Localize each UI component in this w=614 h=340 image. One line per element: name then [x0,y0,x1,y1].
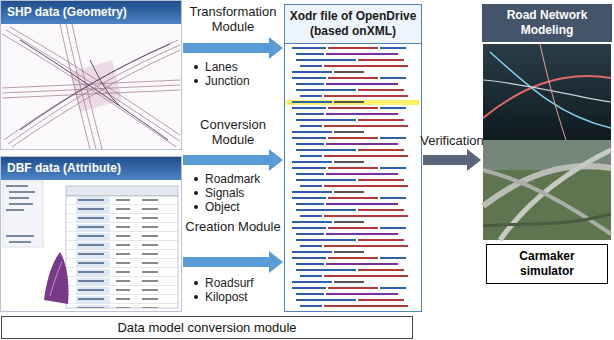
bullet-dot [194,281,198,285]
arrow-label: Creation Module [184,219,282,234]
map-preview [44,252,69,304]
render-road [483,80,611,102]
xml-code-screenshot [285,44,421,311]
result-panel: Road Network ModelingCarmaker simulator [482,4,612,272]
road-edge [20,40,168,140]
code-lines [286,46,420,308]
tree-items [6,185,35,243]
feature-name: Roadsurf [205,276,254,290]
road-line [2,34,176,147]
data-panel: DBF data (Attribute) [0,156,182,312]
map-preview-road [50,262,62,296]
bullet-dot [194,295,198,299]
bullet-item: Signals [194,186,244,200]
bullet-dot [194,191,198,195]
feature-name: Lanes [205,60,238,74]
flow-arrow [183,149,283,171]
panel-heading: DBF data (Attribute) [1,157,181,180]
road-edges [20,40,170,140]
tree-pane [3,181,43,247]
bullet-item: Kilopost [194,290,248,304]
feature-name: Kilopost [205,290,248,304]
box-label: Carmaker simulator [487,245,607,283]
module-box: Data model conversion module [1,316,413,339]
panel-heading: Road Network Modeling [482,4,612,42]
table-body [66,196,178,308]
bullet-dot [194,65,198,69]
bullet-item: Roadmark [194,172,260,186]
data-panel: SHP data (Geometry) [0,0,182,150]
road-edge [20,44,170,130]
tree-item [9,197,29,199]
bullet-item: Object [194,200,240,214]
tree-item [9,203,33,205]
feature-name: Junction [205,74,250,88]
box-label: Data model conversion module [2,317,412,338]
road-edge [90,60,120,106]
render-bottom [483,140,611,240]
render-top [483,44,611,140]
simulator-box: Carmaker simulator [486,244,608,284]
feature-name: Signals [205,186,244,200]
render-road [483,170,611,234]
dbf-table-screenshot [1,178,181,311]
bullet-item: Lanes [194,60,238,74]
bullet-dot [194,177,198,181]
flow-arrow [183,251,283,273]
bullet-dot [194,79,198,83]
bullet-item: Junction [194,74,250,88]
simulator-images [483,44,611,240]
road-line [60,24,90,149]
flow-arrow [183,37,283,59]
tree-item [6,235,34,237]
bullet-item: Roadsurf [194,276,254,290]
road-lines [2,24,180,149]
render-road [500,150,611,240]
shp-road-map [1,24,181,149]
render-road [483,76,611,118]
map-ground [1,24,181,149]
feature-name: Object [205,200,240,214]
tree-item [6,185,28,187]
table-header [66,186,178,196]
feature-name: Roadmark [205,172,260,186]
render-grass [483,214,611,226]
bullet-dot [194,205,198,209]
panel-heading: Xodr file of OpenDrive (based onXML) [285,5,421,44]
arrow-label: Conversion Module [184,117,282,147]
code-ground [285,44,421,311]
render-road [540,44,566,140]
screen-ground [1,178,181,311]
tree-item [6,209,24,211]
road-line [6,30,180,141]
file-panel: Xodr file of OpenDrive (based onXML) [284,4,422,312]
arrow-label: Verification [418,133,486,148]
road-line [2,90,180,98]
render-road [483,166,611,206]
tree-item [9,241,31,243]
arrow-label: Transformation Module [184,4,282,34]
flow-arrow [423,149,481,171]
panel-heading: SHP data (Geometry) [1,1,181,24]
tree-item [9,191,35,193]
